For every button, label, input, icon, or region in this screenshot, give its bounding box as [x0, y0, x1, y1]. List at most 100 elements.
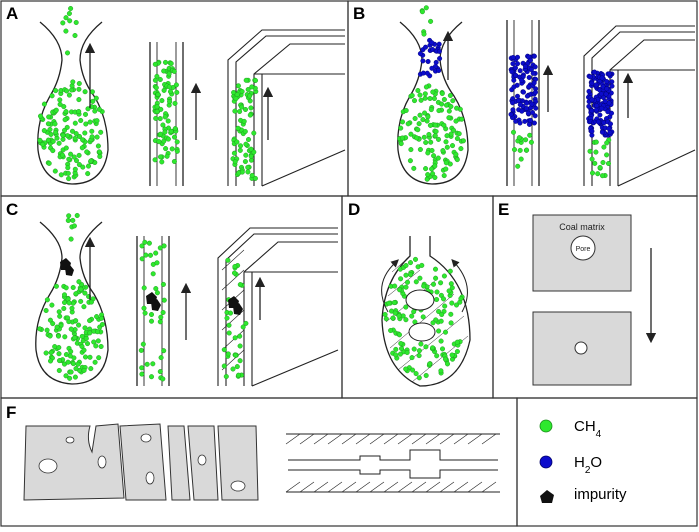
h2o-molecule — [526, 121, 532, 127]
ch4-molecule — [454, 105, 460, 111]
ch4-molecule — [49, 302, 55, 308]
ch4-molecule — [439, 101, 445, 107]
ch4-molecule — [139, 371, 145, 377]
ch4-molecule — [600, 159, 606, 165]
ch4-molecule — [154, 260, 160, 266]
ch4-molecule — [232, 108, 238, 114]
ch4-molecule — [62, 334, 68, 340]
ch4-molecules-tube — [138, 239, 167, 382]
ch4-molecule — [142, 239, 148, 245]
ch4-molecule — [172, 126, 178, 132]
impurity-particle — [65, 265, 74, 276]
ch4-molecule — [63, 145, 69, 151]
ch4-escaping — [65, 212, 80, 242]
ch4-molecule — [518, 156, 524, 162]
ch4-molecule — [232, 335, 238, 341]
ch4-molecule — [76, 80, 82, 86]
ch4-molecule — [93, 343, 99, 349]
legend-impurity-label: impurity — [574, 486, 627, 503]
ch4-molecule — [85, 163, 91, 169]
ch4-molecule — [53, 88, 59, 94]
ch4-molecule — [68, 5, 74, 11]
ch4-molecule — [82, 89, 88, 95]
h2o-molecule — [594, 103, 600, 109]
ch4-molecule — [416, 348, 422, 354]
ch4-molecule — [453, 151, 459, 157]
ch4-molecule — [56, 368, 62, 374]
ch4-molecule — [431, 95, 437, 101]
ch4-molecule — [53, 283, 59, 289]
ch4-molecules-flask — [382, 256, 465, 381]
ch4-molecule — [433, 266, 439, 272]
pore-flask-outline — [35, 221, 109, 385]
ch4-molecule — [412, 115, 418, 121]
ch4-molecule — [57, 97, 63, 103]
ch4-molecule — [459, 116, 465, 122]
ch4-molecule — [76, 133, 82, 139]
ch4-molecule — [46, 160, 52, 166]
h2o-molecule — [531, 53, 537, 59]
ch4-molecule — [80, 137, 86, 143]
ch4-molecule — [425, 150, 431, 156]
ch4-molecule — [167, 89, 173, 95]
ch4-molecule — [62, 117, 68, 123]
ch4-molecule — [38, 113, 44, 119]
ch4-molecule — [248, 105, 254, 111]
ch4-molecule — [231, 150, 237, 156]
ch4-molecule — [161, 68, 167, 74]
ch4-molecule — [237, 358, 243, 364]
ch4-molecule — [409, 313, 415, 319]
ch4-molecule — [157, 116, 163, 122]
ch4-molecule — [64, 88, 70, 94]
ch4-molecule — [70, 285, 76, 291]
ch4-molecule — [66, 319, 72, 325]
ch4-molecule — [44, 327, 50, 333]
ch4-molecule — [446, 115, 452, 121]
ch4-molecule — [66, 176, 72, 182]
ch4-molecule — [65, 170, 71, 176]
h2o-molecule — [420, 58, 426, 64]
ch4-molecule — [68, 236, 74, 242]
ch4-molecule — [247, 93, 253, 99]
ch4-molecule — [448, 311, 454, 317]
ch4-molecule — [98, 315, 104, 321]
ch4-molecule — [397, 287, 403, 293]
ch4-molecule — [433, 128, 439, 134]
ch4-molecule — [237, 333, 243, 339]
ch4-molecule — [511, 129, 517, 135]
ch4-molecule — [73, 158, 79, 164]
ch4-molecule — [139, 365, 145, 371]
h2o-molecule — [606, 126, 612, 132]
ch4-molecule — [454, 157, 460, 163]
ch4-molecule — [454, 349, 460, 355]
ch4-molecule — [453, 118, 459, 124]
ch4-molecule — [388, 328, 394, 334]
ch4-molecule — [157, 76, 163, 82]
ch4-molecule — [411, 309, 417, 315]
ch4-molecule — [243, 141, 249, 147]
ch4-molecule — [399, 346, 405, 352]
ch4-molecule — [425, 114, 431, 120]
ch4-molecule — [524, 147, 530, 153]
ch4-molecule — [454, 135, 460, 141]
h2o-molecule — [526, 74, 532, 80]
ch4-molecule — [62, 292, 68, 298]
ch4-molecule — [152, 61, 158, 67]
h2o-molecule — [519, 77, 525, 83]
ch4-molecule — [56, 333, 62, 339]
legend-h2o-label: H2O — [574, 454, 602, 476]
coal-matrix-label: Coal matrix — [559, 222, 605, 232]
ch4-molecule — [423, 5, 429, 11]
ch4-molecule — [245, 136, 251, 142]
ch4-molecule — [76, 108, 82, 114]
ch4-molecule — [81, 347, 87, 353]
ch4-molecule — [393, 346, 399, 352]
ch4-molecule — [152, 77, 158, 83]
fracture-slit-outline — [217, 227, 339, 387]
ch4-molecule — [165, 118, 171, 124]
ch4-molecule — [432, 174, 438, 180]
ch4-molecule — [72, 335, 78, 341]
h2o-molecule — [589, 128, 595, 134]
ch4-molecule — [82, 325, 88, 331]
ch4-molecule — [450, 98, 456, 104]
